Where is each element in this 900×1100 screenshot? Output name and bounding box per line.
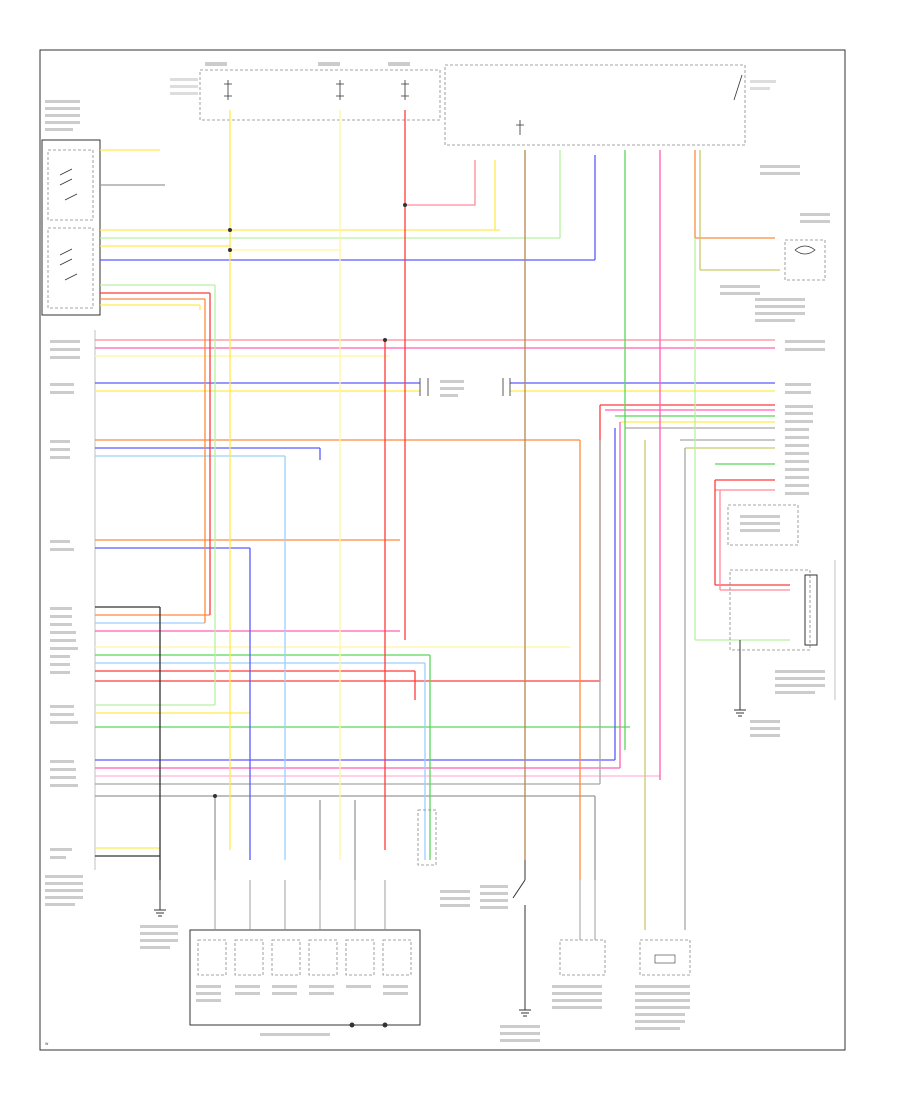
horizontal-wires [95, 149, 790, 857]
ecm-box [727, 504, 799, 546]
ground-icon [519, 1009, 531, 1017]
fuse-box-dashed [199, 69, 441, 121]
tcm-connector-column [45, 330, 96, 906]
vertical-wires [159, 110, 721, 930]
automatic-transmission-block [189, 880, 421, 1036]
revolution-sensor-box [559, 939, 606, 976]
top-fuse-area [170, 62, 776, 146]
fluid-temp-sensor-box [639, 939, 691, 976]
ground-icon [734, 709, 746, 717]
fuse-box-labels [170, 62, 776, 95]
switch-contact-icon [59, 168, 78, 281]
footer-code: w [45, 1041, 49, 1046]
ground-icon [154, 909, 166, 917]
connector-icon [419, 378, 511, 396]
diagram-frame [39, 49, 846, 1051]
range-switch-block [41, 100, 101, 316]
tcm-pin-labels [45, 340, 83, 906]
bottom-components [140, 809, 691, 1042]
splice-dot-icon [213, 203, 407, 1028]
speed-sensor-box [784, 239, 826, 281]
relay-box-dashed [444, 64, 746, 146]
right-components [720, 165, 836, 737]
fuse-icon [224, 74, 743, 135]
throttle-sensor-box [729, 569, 811, 651]
